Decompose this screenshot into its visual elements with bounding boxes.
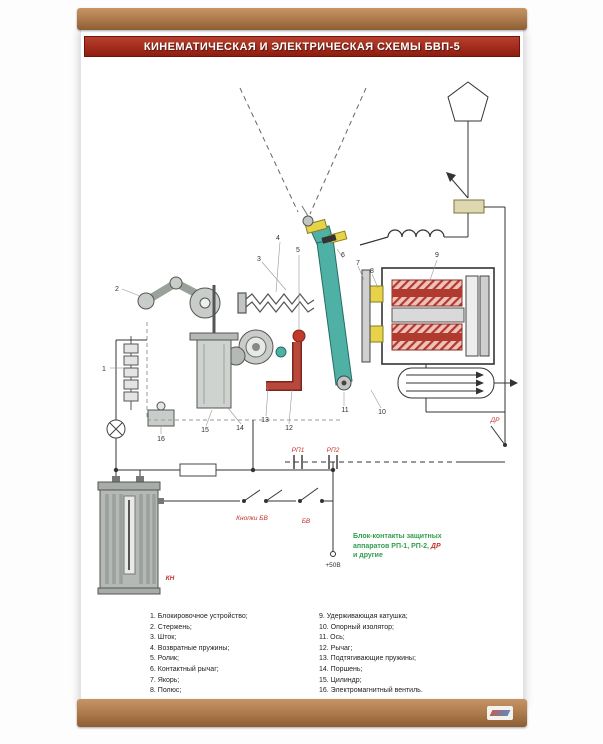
legend-item: 11. Ось;	[319, 634, 345, 642]
legend-item: 13. Подтягивающие пружины;	[319, 655, 416, 663]
circuit-labels: РП1 РП2 ДР Кнопки БВ БВ КН +50В	[166, 417, 500, 582]
legend-item: 1. Блокировочное устройство;	[150, 613, 248, 620]
part-number-4: 4	[276, 235, 280, 242]
legend-item: 5. Ролик;	[150, 655, 179, 663]
part-number-2: 2	[115, 286, 119, 293]
legend-item: 14. Поршень;	[319, 665, 363, 673]
part-number-15: 15	[201, 427, 209, 434]
leader-lines	[110, 241, 438, 434]
legend-item: 4. Возвратные пружины;	[150, 644, 230, 652]
part-number-10: 10	[378, 409, 386, 416]
label-dr: ДР	[490, 417, 501, 424]
note-line-3: и другие	[353, 552, 383, 559]
inductor-coil	[359, 229, 445, 246]
legend-item: 10. Опорный изолятор;	[319, 623, 394, 631]
legend-item: 12. Рычаг;	[319, 644, 353, 652]
frame-boundary	[146, 322, 340, 421]
label-plus50v: +50В	[325, 562, 340, 569]
holding-coil-magnet	[361, 267, 505, 413]
legend-item: 15. Цилиндр;	[319, 676, 362, 684]
legend-item: 7. Якорь;	[150, 676, 180, 684]
part-number-12: 12	[285, 425, 293, 432]
label-rp1: РП1	[292, 447, 305, 454]
part-number-7: 7	[356, 260, 360, 267]
lamp-symbol	[106, 419, 126, 439]
blocking-device	[123, 336, 139, 410]
poster-title: КИНЕМАТИЧЕСКАЯ И ЭЛЕКТРИЧЕСКАЯ СХЕМЫ БВП…	[143, 40, 461, 53]
publisher-logo	[487, 706, 513, 720]
drive-arm	[137, 276, 221, 319]
label-buttons-bv: Кнопки БВ	[236, 515, 268, 522]
note-dr: ДР	[430, 542, 441, 550]
circuit-wires	[113, 339, 507, 557]
note-line-2: аппаратов РП-1, РП-2, ДР	[353, 542, 441, 550]
legend-item: 2. Стержень;	[150, 623, 192, 631]
return-springs	[237, 292, 315, 314]
label-kn: КН	[166, 575, 175, 582]
publisher-logo-swoosh	[489, 710, 511, 716]
label-rp2: РП2	[327, 447, 340, 454]
poster-rail-top	[77, 8, 527, 30]
arc-chute-pentagon	[444, 81, 506, 445]
part-number-16: 16	[157, 436, 165, 443]
part-number-8: 8	[370, 268, 374, 275]
legend-item: 6. Контактный рычаг;	[150, 665, 219, 673]
dashed-funnel	[239, 87, 367, 215]
part-number-5: 5	[296, 247, 300, 254]
part-number-13: 13	[261, 417, 269, 424]
part-number-14: 14	[236, 425, 244, 432]
protective-contacts-note: Блок-контакты защитных аппаратов РП-1, Р…	[353, 532, 499, 561]
part-number-1: 1	[102, 366, 106, 373]
part-number-11: 11	[341, 407, 348, 414]
battery-kn	[97, 476, 164, 595]
part-number-6: 6	[341, 252, 345, 259]
legend-column-1: 1. Блокировочное устройство; 2. Стержень…	[150, 612, 303, 697]
red-elbow-lever	[266, 342, 302, 391]
poster-title-bar: КИНЕМАТИЧЕСКАЯ И ЭЛЕКТРИЧЕСКАЯ СХЕМЫ БВП…	[84, 36, 520, 57]
legend-item: 3. Шток;	[150, 634, 177, 642]
legend-column-2: 9. Удерживающая катушка; 10. Опорный изо…	[319, 612, 472, 697]
legend-item: 9. Удерживающая катушка;	[319, 613, 408, 620]
cylinder-piston	[189, 285, 239, 409]
part-number-labels: 1 2 3 4 5 6 7 8 9 10 11 12 13 14 15 16	[102, 235, 439, 443]
part-number-9: 9	[435, 252, 439, 259]
legend-item: 8. Полюс;	[150, 687, 182, 695]
part-number-3: 3	[257, 256, 261, 263]
electromagnetic-valve	[147, 401, 175, 427]
poster-rail-bottom	[77, 699, 527, 727]
label-bv: БВ	[302, 518, 311, 525]
contact-lever	[301, 205, 353, 391]
legend-item: 16. Электромагнитный вентиль.	[319, 687, 423, 695]
note-line-1: Блок-контакты защитных	[353, 533, 442, 540]
arc-blowout-arrows	[397, 367, 518, 399]
legend: 1. Блокировочное устройство; 2. Стержень…	[150, 612, 472, 697]
